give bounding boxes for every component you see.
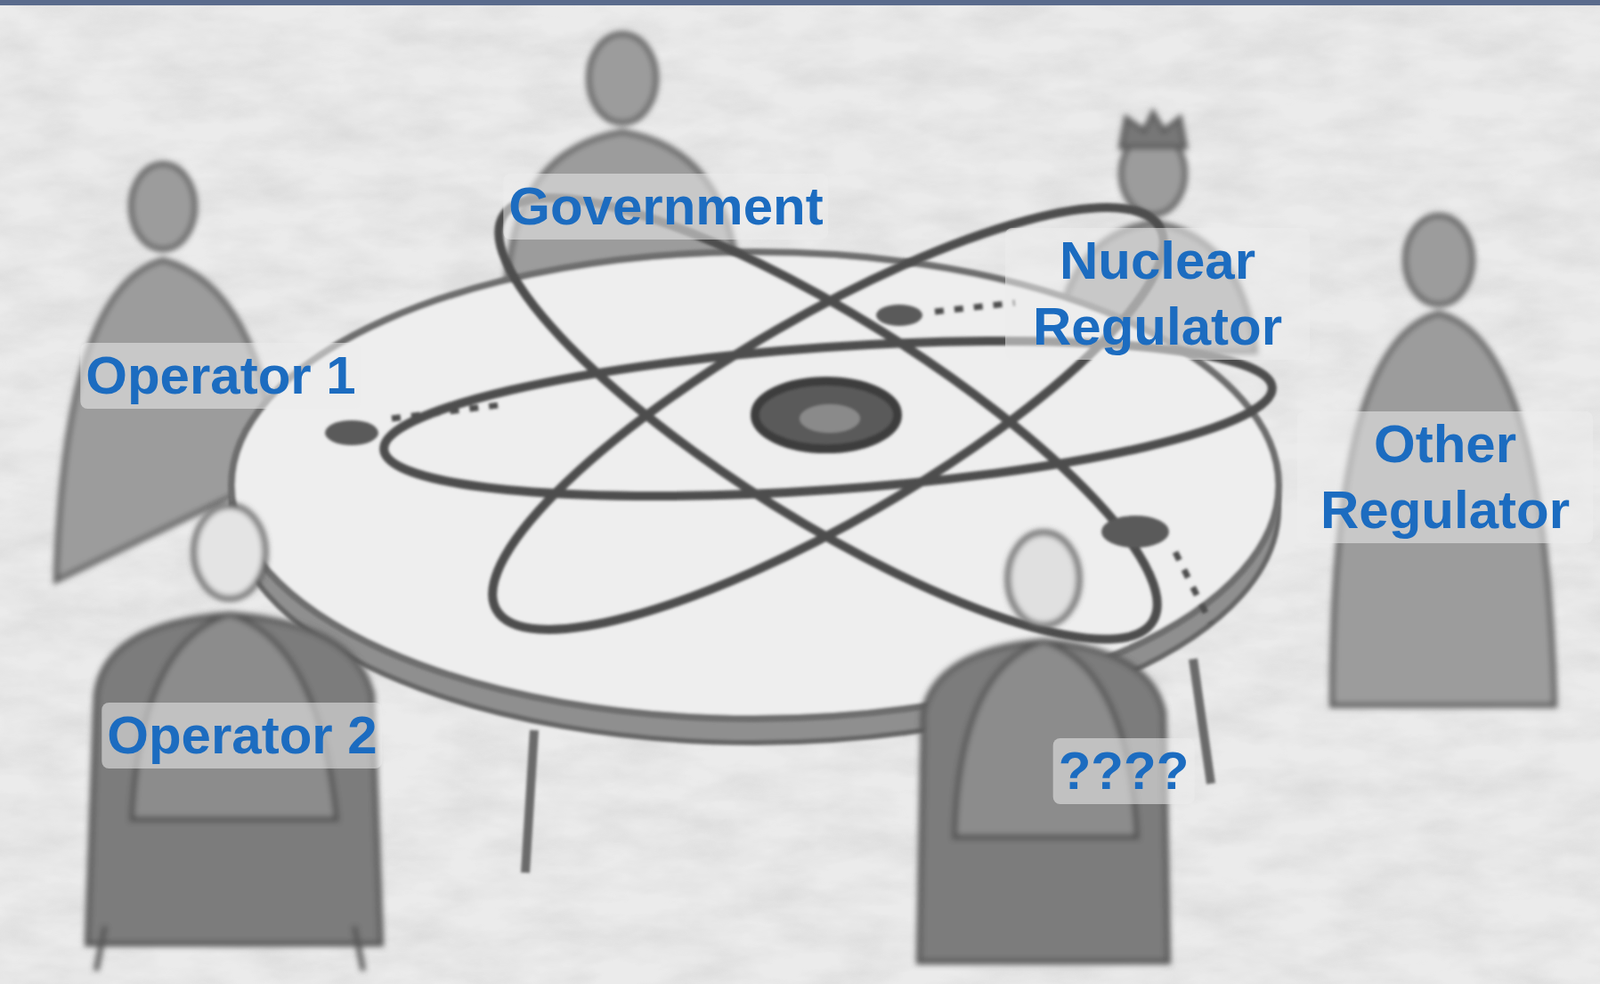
atom-symbol	[324, 129, 1277, 709]
top-edge	[0, 0, 1600, 6]
figure-label: Operator 2	[101, 702, 382, 769]
figure-label: Operator 1	[80, 342, 361, 409]
figure-label: Government	[503, 173, 829, 240]
figure-label: Nuclear Regulator	[1005, 227, 1310, 360]
figure-label: ????	[1053, 738, 1195, 805]
figure-label: Other Regulator	[1297, 411, 1593, 544]
seated-figures-front	[87, 505, 1169, 971]
